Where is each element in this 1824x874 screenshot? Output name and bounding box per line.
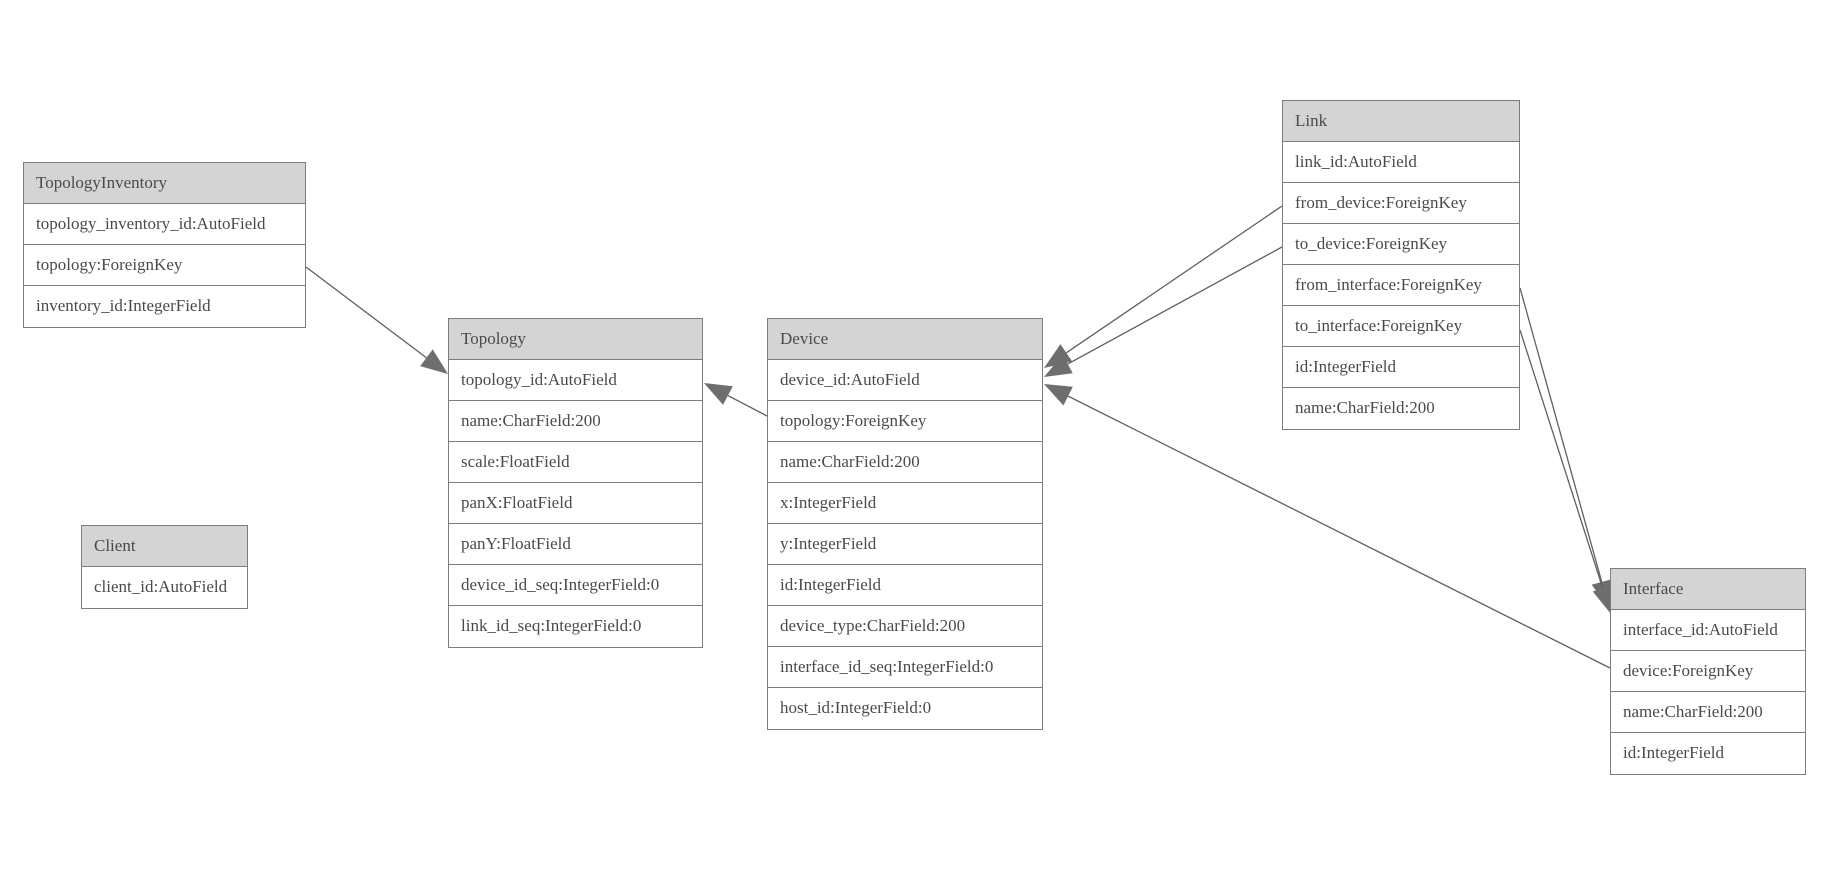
entity-header-client: Client [82, 526, 247, 567]
relationship-edge-link-from_device [1065, 205, 1283, 354]
entity-header-topologyinventory: TopologyInventory [24, 163, 305, 204]
entity-header-topology: Topology [449, 319, 702, 360]
entity-field-row: name:CharField:200 [449, 401, 702, 442]
entity-field-row: scale:FloatField [449, 442, 702, 483]
entity-field-row: topology_id:AutoField [449, 360, 702, 401]
relationship-edge-device-topology [727, 394, 768, 417]
entity-field-row: host_id:IntegerField:0 [768, 688, 1042, 729]
entity-field-row: device:ForeignKey [1611, 651, 1805, 692]
entity-field-row: from_device:ForeignKey [1283, 183, 1519, 224]
relationship-edge-link-from_interface [1519, 287, 1603, 583]
relationship-arrowhead-device [1044, 354, 1073, 377]
entity-field-row: link_id:AutoField [1283, 142, 1519, 183]
entity-header-interface: Interface [1611, 569, 1805, 610]
entity-field-row: panX:FloatField [449, 483, 702, 524]
entity-field-row: device_type:CharField:200 [768, 606, 1042, 647]
entity-field-row: panY:FloatField [449, 524, 702, 565]
entity-field-row: client_id:AutoField [82, 567, 247, 608]
entity-header-device: Device [768, 319, 1042, 360]
entity-field-row: id:IntegerField [1611, 733, 1805, 774]
entity-field-row: topology:ForeignKey [24, 245, 305, 286]
entity-field-row: id:IntegerField [1283, 347, 1519, 388]
entity-field-row: interface_id_seq:IntegerField:0 [768, 647, 1042, 688]
entity-field-row: y:IntegerField [768, 524, 1042, 565]
relationship-edge-link-to_device [1067, 246, 1283, 365]
entity-field-row: topology:ForeignKey [768, 401, 1042, 442]
entity-field-row: link_id_seq:IntegerField:0 [449, 606, 702, 647]
relationship-edge-interface-device [1067, 395, 1611, 669]
entity-field-row: x:IntegerField [768, 483, 1042, 524]
entity-field-row: name:CharField:200 [1611, 692, 1805, 733]
entity-field-row: topology_inventory_id:AutoField [24, 204, 305, 245]
entity-field-row: interface_id:AutoField [1611, 610, 1805, 651]
relationship-edge-link-to_interface [1519, 329, 1604, 589]
entity-header-link: Link [1283, 101, 1519, 142]
entity-field-row: name:CharField:200 [1283, 388, 1519, 429]
entity-field-row: device_id_seq:IntegerField:0 [449, 565, 702, 606]
entity-field-row: inventory_id:IntegerField [24, 286, 305, 327]
entity-field-row: from_interface:ForeignKey [1283, 265, 1519, 306]
relationship-arrowhead-topology [420, 349, 448, 374]
entity-field-row: device_id:AutoField [768, 360, 1042, 401]
entity-field-row: to_device:ForeignKey [1283, 224, 1519, 265]
entity-field-row: id:IntegerField [768, 565, 1042, 606]
relationship-arrowhead-device [1044, 384, 1073, 406]
relationship-arrowhead-topology [704, 383, 733, 405]
relationship-edge-topologyinventory-topology [305, 266, 427, 359]
entity-field-row: to_interface:ForeignKey [1283, 306, 1519, 347]
entity-field-row: name:CharField:200 [768, 442, 1042, 483]
relationship-arrowhead-interface [1592, 585, 1613, 614]
